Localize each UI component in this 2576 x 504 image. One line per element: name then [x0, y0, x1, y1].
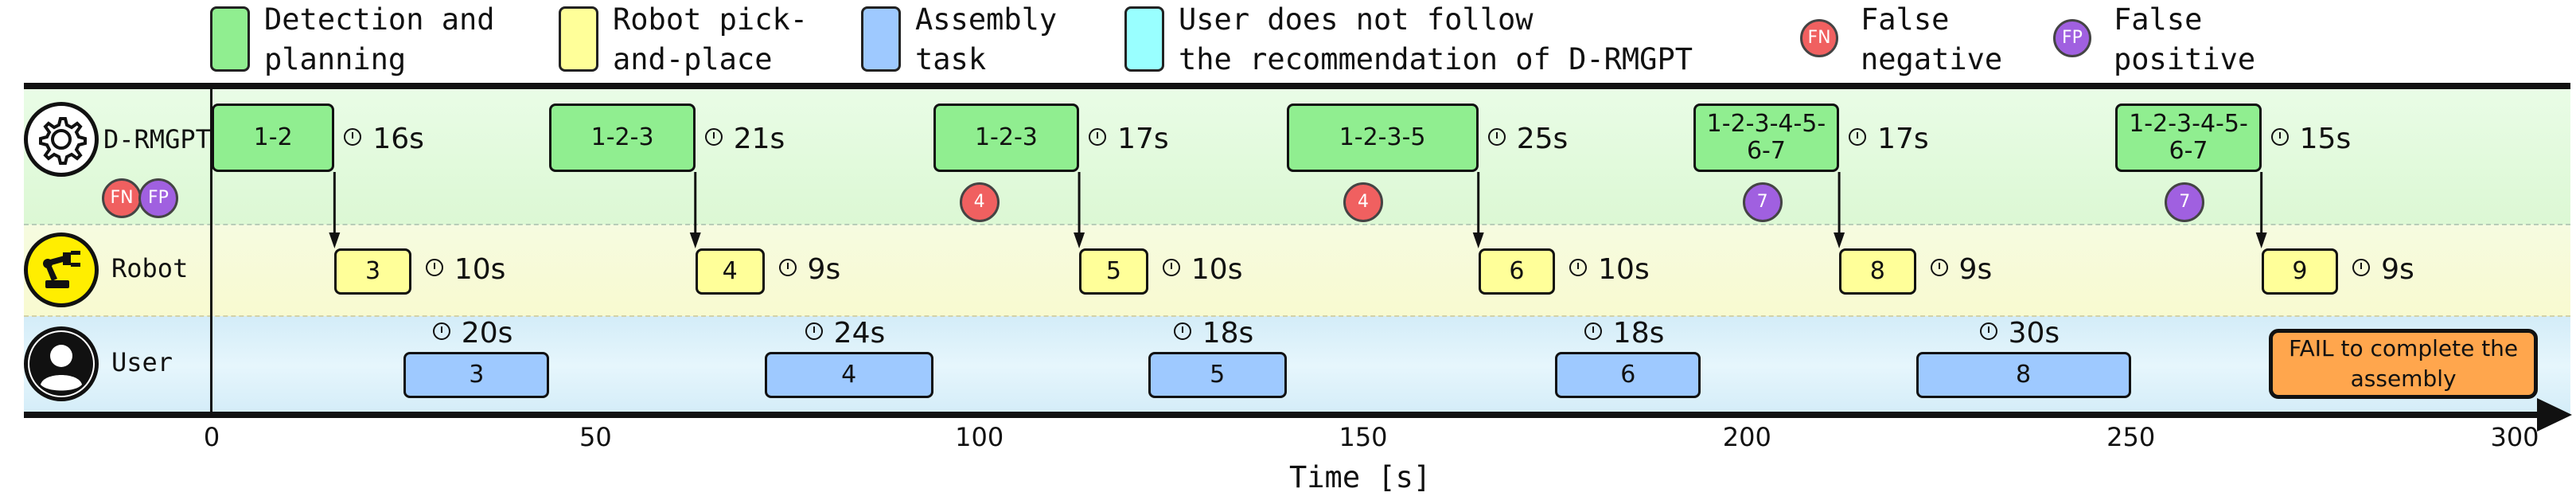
clock-icon: [425, 259, 443, 276]
robot-label: Robot: [111, 253, 189, 283]
clock-icon: [1584, 322, 1602, 340]
lane-divider-1: [24, 224, 2570, 225]
x-axis-label: Time [s]: [1289, 460, 1432, 494]
gear-icon: [24, 102, 99, 177]
user-box: 5: [1148, 352, 1287, 398]
false-negative-badge: 4: [959, 182, 1000, 222]
clock-icon: [1089, 128, 1107, 146]
detection-box: 1-2-3: [549, 104, 696, 172]
x-tick-label: 150: [1339, 422, 1388, 452]
robot-arm-icon: [24, 232, 99, 307]
clock-icon: [1487, 128, 1506, 146]
x-axis-arrow: [2537, 398, 2572, 432]
clock-icon: [2352, 259, 2371, 276]
legend-swatch: [861, 6, 901, 72]
clock-icon: [1569, 259, 1588, 276]
fp-icon: FP: [138, 178, 178, 218]
duration-label: 10s: [1569, 253, 1650, 286]
duration-label: 24s: [805, 317, 885, 350]
duration-label: 20s: [432, 317, 512, 350]
clock-icon: [1979, 322, 1997, 340]
clock-icon: [704, 128, 723, 146]
duration-label: 18s: [1173, 317, 1253, 350]
detection-box: 1-2: [212, 104, 335, 172]
duration-label: 15s: [2270, 123, 2351, 155]
clock-icon: [1173, 322, 1191, 340]
duration-label: 21s: [704, 123, 785, 155]
clock-icon: [805, 322, 823, 340]
time-zero-line: [210, 89, 212, 416]
legend-text: False positive: [2114, 2, 2256, 76]
detection-box: 1-2-3-4-5- 6-7: [1693, 104, 1840, 172]
detection-box: 1-2-3-5: [1286, 104, 1479, 172]
robot-lane: [24, 225, 2570, 316]
robot-box: 9: [2261, 248, 2339, 295]
legend-swatch: [1124, 6, 1164, 72]
robot-box: 8: [1839, 248, 1916, 295]
duration-label: 9s: [778, 253, 840, 286]
x-tick-label: 0: [203, 422, 220, 452]
duration-label: 17s: [1849, 123, 1929, 155]
detection-box: 1-2-3-4-5- 6-7: [2115, 104, 2262, 172]
clock-icon: [1930, 259, 1948, 276]
duration-label: 18s: [1584, 317, 1664, 350]
duration-label: 9s: [1930, 253, 1992, 286]
fail-box: FAIL to complete the assembly: [2269, 329, 2538, 399]
fp-icon: FP: [2053, 19, 2091, 57]
legend-text: Assembly task: [915, 2, 1058, 76]
top-border: [24, 83, 2570, 89]
legend-text: False negative: [1861, 2, 2003, 76]
clock-icon: [1162, 259, 1180, 276]
drmgpt-label: D-RMGPT: [103, 124, 211, 154]
user-box: 3: [403, 352, 550, 398]
detection-box: 1-2-3: [933, 104, 1080, 172]
false-positive-badge: 7: [2165, 182, 2205, 222]
duration-label: 17s: [1089, 123, 1169, 155]
x-tick-label: 100: [955, 422, 1004, 452]
false-negative-badge: 4: [1343, 182, 1383, 222]
duration-label: 10s: [425, 253, 505, 286]
user-box: 6: [1555, 352, 1701, 398]
robot-box: 3: [334, 248, 411, 295]
false-positive-badge: 7: [1742, 182, 1783, 222]
x-tick-label: 50: [579, 422, 612, 452]
lane-divider-2: [24, 315, 2570, 317]
legend-text: User does not follow the recommendation …: [1179, 2, 1693, 76]
robot-box: 4: [695, 248, 765, 295]
x-tick-label: 300: [2490, 422, 2539, 452]
clock-icon: [1849, 128, 1867, 146]
user-label: User: [111, 347, 173, 377]
fn-icon: FN: [102, 178, 142, 218]
x-tick-label: 250: [2106, 422, 2156, 452]
legend-swatch: [559, 6, 598, 72]
x-axis-line: [24, 412, 2547, 418]
clock-icon: [432, 322, 450, 340]
user-box: 8: [1915, 352, 2131, 398]
user-icon: [24, 326, 99, 401]
fn-icon: FN: [1800, 19, 1838, 57]
duration-label: 16s: [344, 123, 424, 155]
clock-icon: [344, 128, 362, 146]
user-box: 4: [764, 352, 933, 398]
legend-swatch: [210, 6, 250, 72]
duration-label: 25s: [1487, 123, 1568, 155]
robot-box: 6: [1478, 248, 1556, 295]
x-tick-label: 200: [1722, 422, 1771, 452]
duration-label: 9s: [2352, 253, 2414, 286]
clock-icon: [2270, 128, 2289, 146]
legend-text: Robot pick- and-place: [613, 2, 809, 76]
duration-label: 10s: [1162, 253, 1242, 286]
duration-label: 30s: [1979, 317, 2060, 350]
clock-icon: [778, 259, 797, 276]
robot-box: 5: [1079, 248, 1148, 295]
legend-text: Detection and planning: [264, 2, 495, 76]
